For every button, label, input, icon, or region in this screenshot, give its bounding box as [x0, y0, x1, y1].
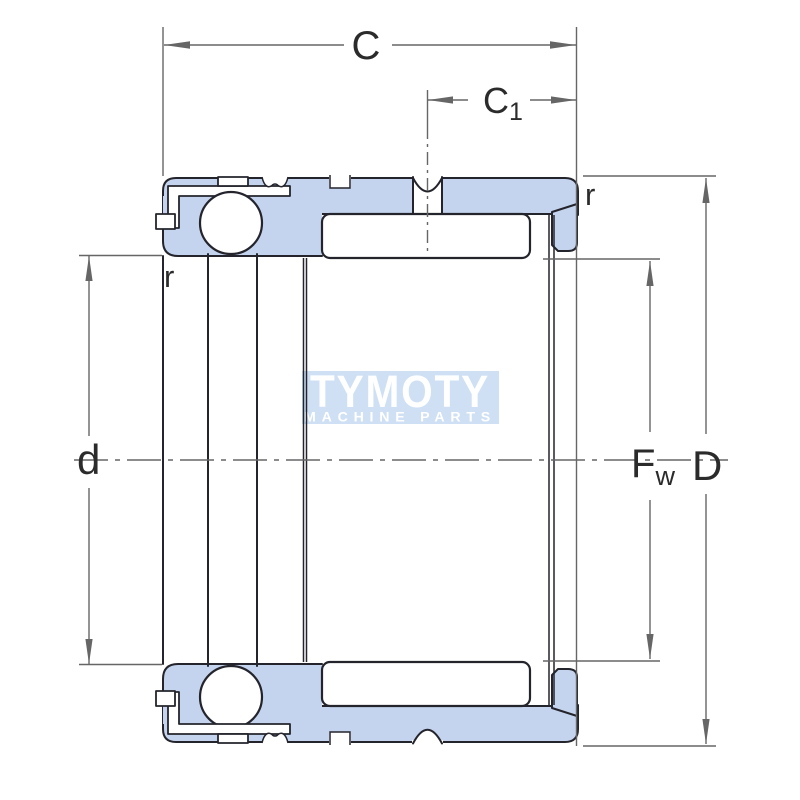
- outer-d-tick-lines: [583, 175, 716, 747]
- dimple-bottom: [261, 732, 289, 744]
- dim-label-d-bore: d: [77, 436, 100, 483]
- watermark-title: TYMOTY: [310, 366, 490, 417]
- lube-hole-arc: [412, 177, 443, 193]
- dim-label-fw-sub: w: [654, 461, 675, 491]
- outer-ring-bottom-lip: [551, 668, 578, 717]
- outer-ring-top-outline: [162, 177, 579, 216]
- dimension-labels: C C1 r r d Fw D: [77, 24, 722, 491]
- dimple-bottom-fill: [262, 733, 288, 743]
- dim-label-d-outer: D: [692, 442, 722, 489]
- dimple-top: [261, 176, 289, 188]
- outer-d-arrow-top: [702, 178, 710, 203]
- ball-housing-bottom-outline: [162, 663, 323, 692]
- dim-label-fw-main: F: [631, 442, 655, 486]
- c-arrow-right: [550, 41, 576, 49]
- c1-arrow-right: [551, 96, 576, 104]
- needle-roller-top: [320, 212, 532, 260]
- dim-label-r-left: r: [164, 259, 174, 294]
- outer-ring-bottom-outline: [162, 704, 579, 743]
- fw-arrow-bottom: [646, 634, 654, 659]
- snap-notch-bottom-left: [155, 690, 176, 707]
- groove-slot-bottom: [217, 733, 249, 744]
- dim-label-fw: Fw: [631, 442, 675, 491]
- watermark: TYMOTY MACHINE PARTS: [302, 366, 499, 425]
- c-arrow-left: [164, 41, 190, 49]
- square-notch-top-fill: [329, 174, 351, 188]
- lube-groove-bottom-arc: [412, 728, 443, 745]
- dim-label-c1: C1: [483, 80, 523, 126]
- d-arrow-top: [85, 256, 93, 281]
- watermark-box: [302, 371, 499, 424]
- fw-tick-lines: [543, 258, 660, 662]
- dim-label-r-top-right: r: [585, 177, 595, 212]
- ball-housing-top-outline: [162, 228, 323, 257]
- square-notch-bottom: [329, 731, 351, 745]
- outer-d-arrow-bottom: [702, 719, 710, 744]
- lube-hole-sides: [412, 176, 443, 216]
- dimple-top-fill: [262, 177, 288, 187]
- c1-arrow-left: [428, 96, 453, 104]
- d-arrow-bottom: [85, 639, 93, 664]
- groove-slot-top: [217, 176, 249, 187]
- outer-ring-top-lip: [551, 203, 578, 252]
- d-tick-lines: [79, 254, 162, 666]
- watermark-subtitle: MACHINE PARTS: [304, 410, 496, 425]
- dim-label-c1-sub: 1: [509, 98, 523, 126]
- square-notch-top: [329, 175, 351, 189]
- dim-label-c1-main: C: [483, 80, 509, 121]
- square-notch-bottom-fill: [329, 732, 351, 746]
- ball-top: [198, 190, 264, 256]
- fw-arrow-top: [646, 261, 654, 286]
- snap-notch-top-left: [155, 213, 176, 230]
- dimension-graphics: [74, 27, 728, 747]
- ball-bottom: [198, 664, 264, 730]
- needle-roller-bottom: [320, 660, 532, 708]
- dim-label-c: C: [352, 24, 381, 68]
